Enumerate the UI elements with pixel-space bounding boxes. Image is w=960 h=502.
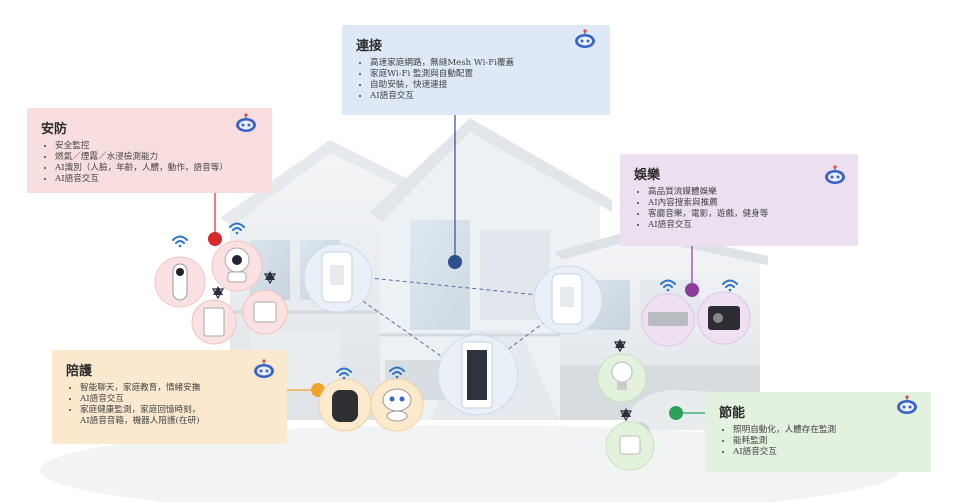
list-item: 家庭Wi-Fi 監測與自動配置: [370, 69, 598, 80]
wifi-icon: [336, 367, 352, 380]
list-item: 能耗監測: [733, 436, 919, 447]
connect-card-list: 高速家庭網路，無縫Mesh Wi-Fi覆蓋 家庭Wi-Fi 監測與自動配置 自助…: [356, 58, 598, 102]
smart-plug-icon: [605, 421, 655, 471]
energy-card-list: 照明自動化，人體存在監測 能耗監測 AI語音交互: [719, 425, 919, 458]
zigbee-icon: [263, 271, 277, 285]
list-item: AI語音交互: [55, 174, 260, 185]
companion-card: 陪護 智能聊天，家庭教育，情緒安撫 AI語音交互 家庭健康監測，家庭回憶時刻， …: [52, 350, 287, 444]
robot-icon: [575, 29, 595, 48]
camera-icon: [211, 240, 263, 292]
robot-icon: [236, 113, 256, 132]
list-item: AI內容搜索與推薦: [648, 198, 846, 209]
sensor-icon: [191, 299, 237, 345]
wifi-icon: [229, 222, 245, 235]
entertainment-card: 娛樂 高品質流媒體娛樂 AI內容搜索與推薦 客廳音樂，電影，遊戲，健身等 AI語…: [620, 154, 858, 246]
ground-shadow: [40, 425, 900, 502]
list-item: 高速家庭網路，無縫Mesh Wi-Fi覆蓋: [370, 58, 598, 69]
router-icon: [437, 334, 519, 416]
energy-card-title: 節能: [719, 406, 746, 421]
wifi-icon: [660, 279, 676, 292]
robot-icon: [254, 359, 274, 378]
sensor-icon: [242, 289, 288, 335]
robot-icon: [825, 165, 845, 184]
energy-card: 節能 照明自動化，人體存在監測 能耗監測 AI語音交互: [705, 392, 931, 472]
security-card-title: 安防: [41, 122, 68, 137]
companion-card-list: 智能聊天，家庭教育，情緒安撫 AI語音交互 家庭健康監測，家庭回憶時刻， AI語…: [66, 383, 275, 427]
list-item: 照明自動化，人體存在監測: [733, 425, 919, 436]
list-item: 家庭健康監測，家庭回憶時刻，: [80, 405, 275, 416]
entertainment-dot: [685, 283, 699, 297]
entertainment-card-title: 娛樂: [634, 168, 661, 183]
zigbee-icon: [211, 286, 225, 300]
list-item: AI語音交互: [370, 91, 598, 102]
connect-dot: [448, 255, 462, 269]
doorbell-icon: [154, 256, 206, 308]
list-item: AI語音音箱，機器人陪護(在研): [80, 416, 200, 426]
security-card-list: 安全監控 燃氣／煙霧／水浸檢測能力 AI識別（人臉，年齡，人體，動作，語音等） …: [41, 141, 260, 185]
list-item: AI語音交互: [733, 447, 919, 458]
router-icon: [303, 243, 373, 313]
smart-speaker-icon: [318, 378, 372, 432]
zigbee-icon: [619, 408, 633, 422]
smart-bulb-icon: [597, 353, 647, 403]
connect-card: 連接 高速家庭網路，無縫Mesh Wi-Fi覆蓋 家庭Wi-Fi 監測與自動配置…: [342, 25, 610, 115]
connect-card-title: 連接: [356, 39, 383, 54]
zigbee-icon: [613, 339, 627, 353]
security-dot: [208, 232, 222, 246]
entertainment-card-list: 高品質流媒體娛樂 AI內容搜索與推薦 客廳音樂，電影，遊戲，健身等 AI語音交互: [634, 187, 846, 231]
robot-companion-icon: [370, 378, 424, 432]
list-item: 自助安裝，快速連接: [370, 80, 598, 91]
wifi-icon: [722, 279, 738, 292]
security-card: 安防 安全監控 燃氣／煙霧／水浸檢測能力 AI識別（人臉，年齡，人體，動作，語音…: [27, 108, 272, 193]
list-item: AI語音交互: [80, 394, 275, 405]
router-icon: [533, 265, 603, 335]
list-item: 高品質流媒體娛樂: [648, 187, 846, 198]
set-top-box-icon: [641, 293, 695, 347]
energy-dot: [669, 406, 683, 420]
list-item: 安全監控: [55, 141, 260, 152]
list-item: 燃氣／煙霧／水浸檢測能力: [55, 152, 260, 163]
wifi-icon: [389, 366, 405, 379]
wifi-icon: [172, 235, 188, 248]
list-item: 智能聊天，家庭教育，情緒安撫: [80, 383, 275, 394]
list-item: AI識別（人臉，年齡，人體，動作，語音等）: [55, 163, 260, 174]
list-item: AI語音交互: [648, 220, 846, 231]
projector-icon: [697, 291, 751, 345]
robot-icon: [897, 395, 917, 414]
list-item: 客廳音樂，電影，遊戲，健身等: [648, 209, 846, 220]
companion-card-title: 陪護: [66, 364, 93, 379]
